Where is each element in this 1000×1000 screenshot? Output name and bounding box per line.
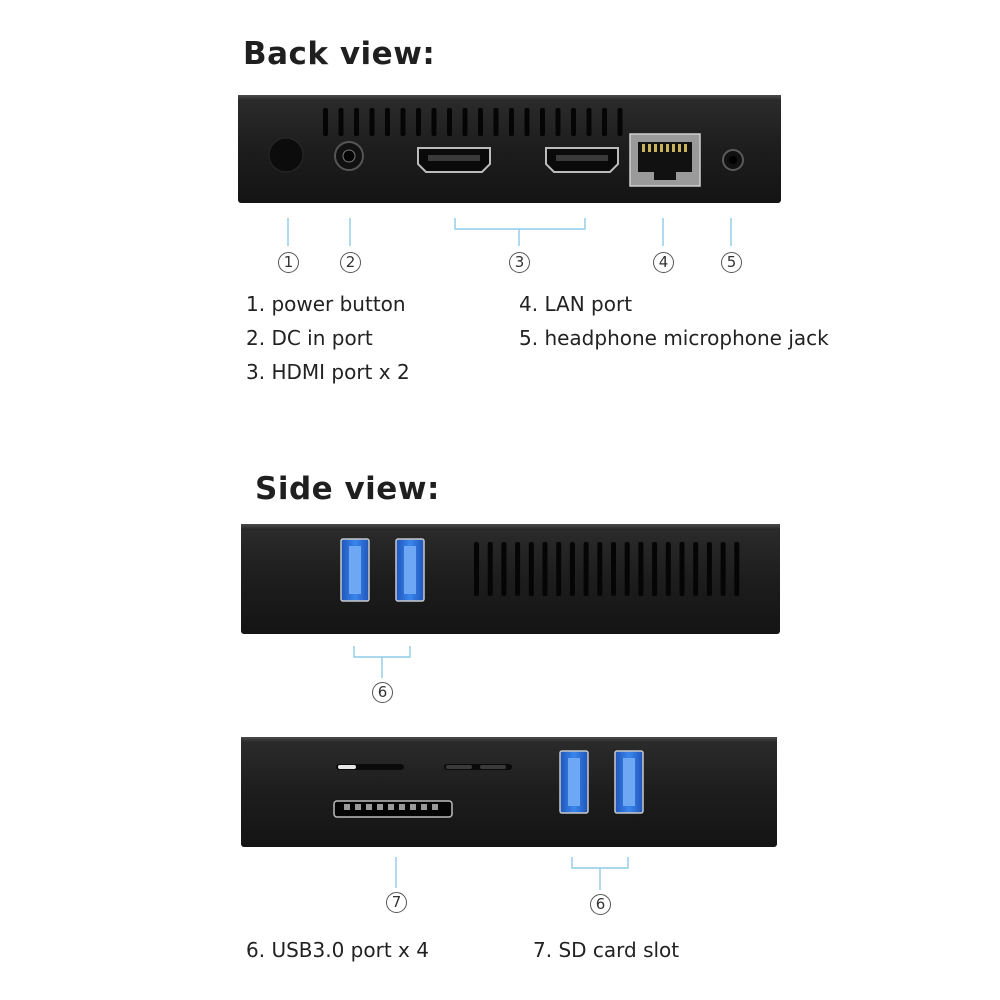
vent-slot	[487, 542, 493, 596]
vent-slot	[586, 108, 592, 136]
vent-slot	[493, 108, 499, 136]
vent-slot	[734, 542, 740, 596]
legend-usb3-port: 6. USB3.0 port x 4	[246, 938, 429, 962]
vent-slot	[323, 108, 328, 136]
vent-slot	[447, 108, 452, 136]
vent-slot	[501, 542, 507, 596]
vent-slot	[611, 542, 616, 596]
vent-slot	[474, 542, 479, 596]
sd-pin	[388, 804, 394, 810]
sd-pin	[410, 804, 416, 810]
vent-slot	[706, 542, 712, 596]
dc-in-port-icon	[334, 141, 364, 171]
vent-slot	[693, 542, 699, 596]
vent-slot	[528, 542, 534, 596]
vent-slot	[478, 108, 483, 136]
sd-pin	[366, 804, 372, 810]
vent-slot	[679, 542, 685, 596]
sd-pin	[377, 804, 383, 810]
sd-pin	[399, 804, 405, 810]
vent-slot	[524, 108, 530, 136]
usb3-port-icon	[614, 750, 644, 814]
power-button-icon	[268, 137, 304, 173]
sd-pin	[355, 804, 361, 810]
lan-pin	[684, 144, 687, 152]
callout-3: 3	[509, 252, 530, 273]
callout-6-left: 6	[372, 682, 393, 703]
lan-pin	[678, 144, 681, 152]
lan-pin	[672, 144, 675, 152]
legend-power-button: 1. power button	[246, 292, 406, 316]
vent-slot	[338, 108, 344, 136]
callout-2: 2	[340, 252, 361, 273]
vent-slot	[665, 542, 671, 596]
vent-slot	[509, 108, 514, 136]
vent-slot	[597, 542, 603, 596]
indicator-slots	[336, 764, 512, 770]
legend-hdmi-port: 3. HDMI port x 2	[246, 360, 410, 384]
side-callout-lines-usb-left	[353, 646, 411, 678]
lan-pin	[666, 144, 669, 152]
back-callout-lines	[287, 218, 732, 246]
sd-pin	[344, 804, 350, 810]
vent-slot	[385, 108, 390, 136]
vent-slot	[638, 542, 644, 596]
lan-pin	[654, 144, 657, 152]
vent-slot	[542, 542, 548, 596]
callout-6-right: 6	[590, 894, 611, 915]
side-view-title: Side view:	[255, 471, 440, 507]
callout-7: 7	[386, 892, 407, 913]
sd-card-slot-icon	[333, 800, 453, 818]
legend-lan-port: 4. LAN port	[519, 292, 633, 316]
vent-slot	[624, 542, 630, 596]
legend-headphone-jack: 5. headphone microphone jack	[519, 326, 829, 350]
hdmi-port-icon	[545, 147, 619, 173]
vent-slot	[569, 542, 575, 596]
vent-slot	[571, 108, 576, 136]
side-vent-slots	[474, 542, 740, 596]
vent-slot	[583, 542, 589, 596]
callout-5: 5	[721, 252, 742, 273]
lan-pin	[642, 144, 645, 152]
legend-dc-in-port: 2. DC in port	[246, 326, 373, 350]
side-view-device-right	[241, 737, 777, 847]
audio-jack-icon	[722, 149, 744, 171]
vent-slot	[652, 542, 658, 596]
vent-slot	[431, 108, 437, 136]
vent-slot	[540, 108, 545, 136]
legend-sd-card-slot: 7. SD card slot	[533, 938, 680, 962]
vent-slot	[720, 542, 726, 596]
usb3-port-icon	[340, 538, 370, 602]
vent-slot	[416, 108, 421, 136]
vent-slot	[617, 108, 623, 136]
vent-slot	[369, 108, 375, 136]
vent-slot	[354, 108, 359, 136]
usb3-port-icon	[395, 538, 425, 602]
vent-slot	[400, 108, 406, 136]
hdmi-port-icon	[417, 147, 491, 173]
sd-pin	[432, 804, 438, 810]
lan-port-icon	[629, 133, 701, 187]
sd-pin	[421, 804, 427, 810]
vent-slot	[602, 108, 607, 136]
callout-4: 4	[653, 252, 674, 273]
vent-slot	[556, 542, 562, 596]
side-callout-lines-right	[395, 857, 629, 890]
callout-1: 1	[278, 252, 299, 273]
lan-pin	[660, 144, 663, 152]
vent-slot	[462, 108, 468, 136]
side-view-device-left	[241, 524, 780, 634]
vent-slot	[515, 542, 521, 596]
back-view-title: Back view:	[243, 36, 436, 72]
back-vent-slots	[323, 108, 623, 136]
usb3-port-icon	[559, 750, 589, 814]
vent-slot	[555, 108, 561, 136]
back-view-device	[238, 95, 781, 203]
lan-pin	[648, 144, 651, 152]
